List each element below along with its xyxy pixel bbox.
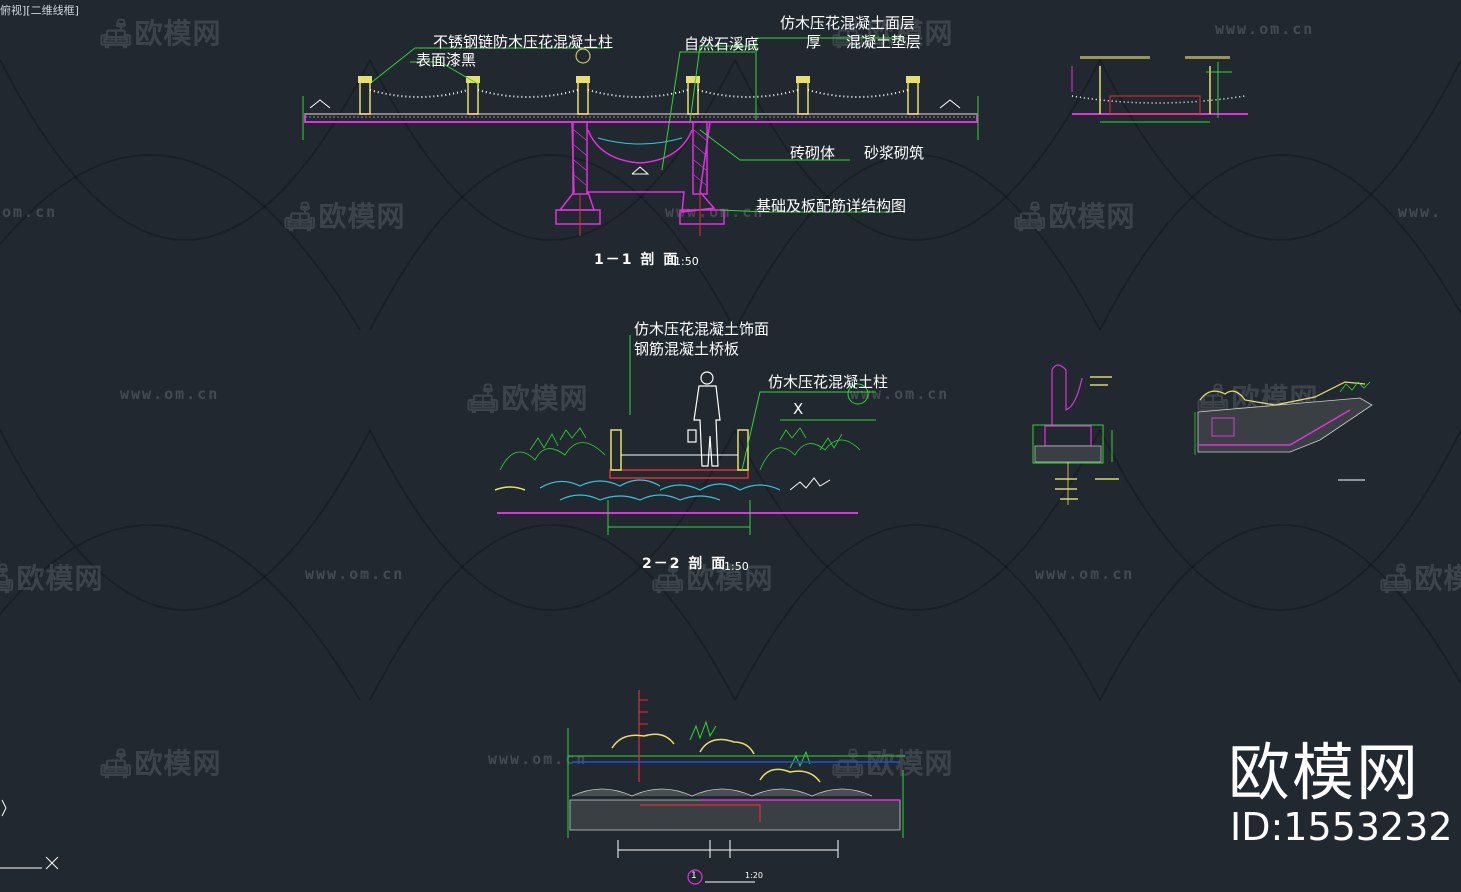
- brand-id-text: ID:1553232: [1230, 805, 1453, 849]
- label-masonry: 砖砌体: [790, 144, 836, 162]
- section-2-2-title: 2－2 剖 面: [642, 556, 728, 572]
- watermark-brand: 欧模网: [16, 562, 104, 595]
- watermark-logo: 🛋欧模网: [1012, 195, 1136, 235]
- section-bottom-scale: 1:20: [745, 871, 763, 880]
- label-deck-top: 仿木压花混凝土面层: [780, 14, 916, 32]
- label-mortar: 砂浆砌筑: [864, 144, 925, 162]
- brand-logo-text: 欧模网: [1228, 736, 1421, 809]
- watermark-brand: 欧模网: [501, 382, 589, 415]
- sofa-icon: 🛋: [830, 17, 867, 50]
- sofa-icon: 🛋: [98, 747, 135, 780]
- watermark-url: www.om.cn: [1035, 565, 1135, 583]
- watermark-logo: 🛋欧模网: [465, 377, 589, 417]
- watermark-url: www.om.cn: [665, 203, 765, 221]
- watermark-brand: 欧模网: [1048, 200, 1136, 233]
- detail-far-right: [1194, 381, 1373, 481]
- watermark-url: www.om.cn: [120, 385, 220, 403]
- section-2-2-scale: 1:50: [724, 560, 749, 573]
- watermark-url: www.om.cn: [488, 750, 588, 768]
- section-1-1-scale: 1:50: [674, 255, 699, 268]
- viewport-label[interactable]: 俯视][二维线框]: [0, 4, 79, 17]
- watermark-logo: 🛋欧模网: [98, 12, 222, 52]
- watermark-brand: 欧模网: [134, 747, 222, 780]
- watermark-logo: 🛋欧模网: [650, 557, 774, 597]
- person-figure: [687, 371, 721, 467]
- watermark-url: www.om.cn: [1215, 20, 1315, 38]
- sofa-icon: 🛋: [282, 200, 319, 233]
- watermark-logo: 🛋欧模网: [282, 195, 406, 235]
- watermark-brand: 欧模网: [134, 17, 222, 50]
- watermark-brand: 欧模网: [1414, 562, 1461, 595]
- label-stone-bed: 自然石溪底: [684, 35, 760, 53]
- label-marker: X: [793, 400, 804, 418]
- watermark-brand: 欧模网: [866, 747, 954, 780]
- label-post: 仿木压花混凝土柱: [768, 373, 889, 391]
- watermark-logo: 🛋欧模网: [1378, 557, 1461, 597]
- watermark-url: www.om.cn: [850, 385, 950, 403]
- label-slab: 钢筋混凝土桥板: [634, 340, 740, 358]
- watermark-logo: 🛋欧模网: [0, 557, 104, 597]
- watermark-brand: 欧模网: [686, 562, 774, 595]
- detail-middle-right: [1032, 364, 1119, 505]
- sofa-icon: 🛋: [465, 382, 502, 415]
- sofa-icon: 🛋: [0, 562, 17, 595]
- label-surface-paint: 表面漆黑: [416, 51, 477, 69]
- sofa-icon: 🛋: [830, 747, 867, 780]
- section-2-2-drawing: [494, 335, 876, 535]
- watermark-url: www.om.cn: [305, 565, 405, 583]
- watermark-brand: 欧模网: [318, 200, 406, 233]
- sofa-icon: 🛋: [1378, 562, 1415, 595]
- watermark-logo: 🛋欧模网: [830, 742, 954, 782]
- watermark-logo: 🛋欧模网: [98, 742, 222, 782]
- watermark-logo: 🛋欧模网: [830, 12, 954, 52]
- watermark-brand: 欧模网: [866, 17, 954, 50]
- section-1-1-title: 1－1 剖 面: [594, 252, 680, 268]
- sofa-icon: 🛋: [98, 17, 135, 50]
- watermark-url: om.cn: [2, 203, 58, 221]
- section-bottom-number: 1: [691, 871, 697, 881]
- label-rail-post: 不锈钢链防木压花混凝土柱: [433, 33, 614, 51]
- label-foundation: 基础及板配筋详结构图: [756, 197, 907, 215]
- sofa-icon: 🛋: [650, 562, 687, 595]
- label-thickness: 厚: [806, 33, 822, 51]
- section-bottom-drawing: [567, 690, 905, 885]
- sofa-icon: 🛋: [1012, 200, 1049, 233]
- label-concrete-layer: 混凝土垫层: [846, 33, 922, 51]
- watermark-url: www.: [1398, 203, 1443, 221]
- ucs-icon: [0, 799, 59, 870]
- label-deck-finish: 仿木压花混凝土饰面: [634, 320, 770, 338]
- detail-top-right: [1071, 56, 1248, 123]
- section-1-1-drawing: [302, 37, 979, 236]
